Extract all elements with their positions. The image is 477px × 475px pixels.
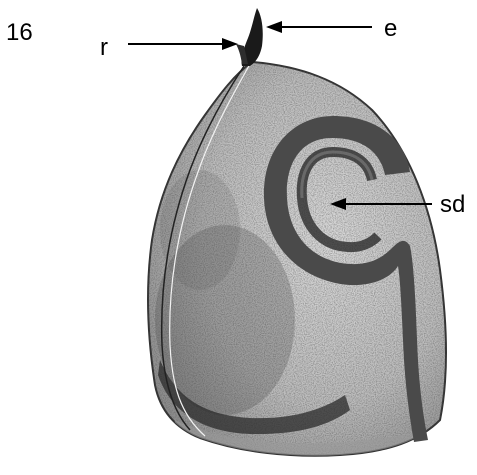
arrow-r: [128, 38, 238, 50]
apical-spike: [236, 8, 263, 66]
figure-number: 16: [6, 19, 33, 46]
label-e: e: [384, 15, 397, 42]
arrow-e: [266, 21, 372, 33]
label-sd: sd: [440, 191, 465, 218]
label-r: r: [100, 34, 108, 61]
